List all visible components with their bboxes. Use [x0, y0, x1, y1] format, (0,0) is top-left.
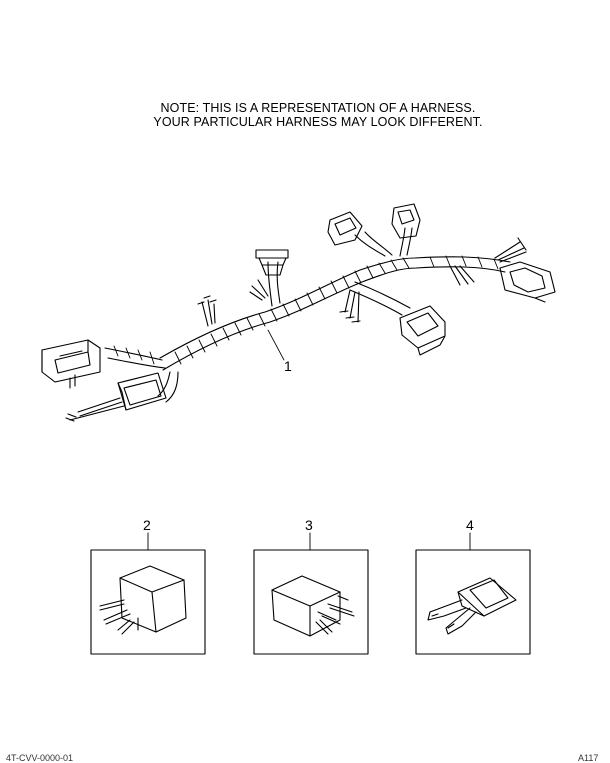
note-line-1: NOTE: THIS IS A REPRESENTATION OF A HARN… — [160, 101, 476, 115]
fuse-panel — [415, 532, 531, 655]
note-line-2: YOUR PARTICULAR HARNESS MAY LOOK DIFFERE… — [153, 115, 483, 129]
callout-fuse: 4 — [466, 517, 474, 533]
page-code: A117 — [578, 753, 599, 763]
wiring-harness — [41, 203, 556, 422]
harness-note: NOTE: THIS IS A REPRESENTATION OF A HARN… — [0, 101, 610, 129]
relay-b-panel — [253, 532, 369, 655]
relay-a-panel — [90, 532, 206, 655]
figure-id: 4T-CVV-0000-01 — [6, 753, 74, 763]
callout-harness: 1 — [284, 358, 292, 374]
callout-relay-a: 2 — [143, 517, 151, 533]
callout-relay-b: 3 — [305, 517, 313, 533]
